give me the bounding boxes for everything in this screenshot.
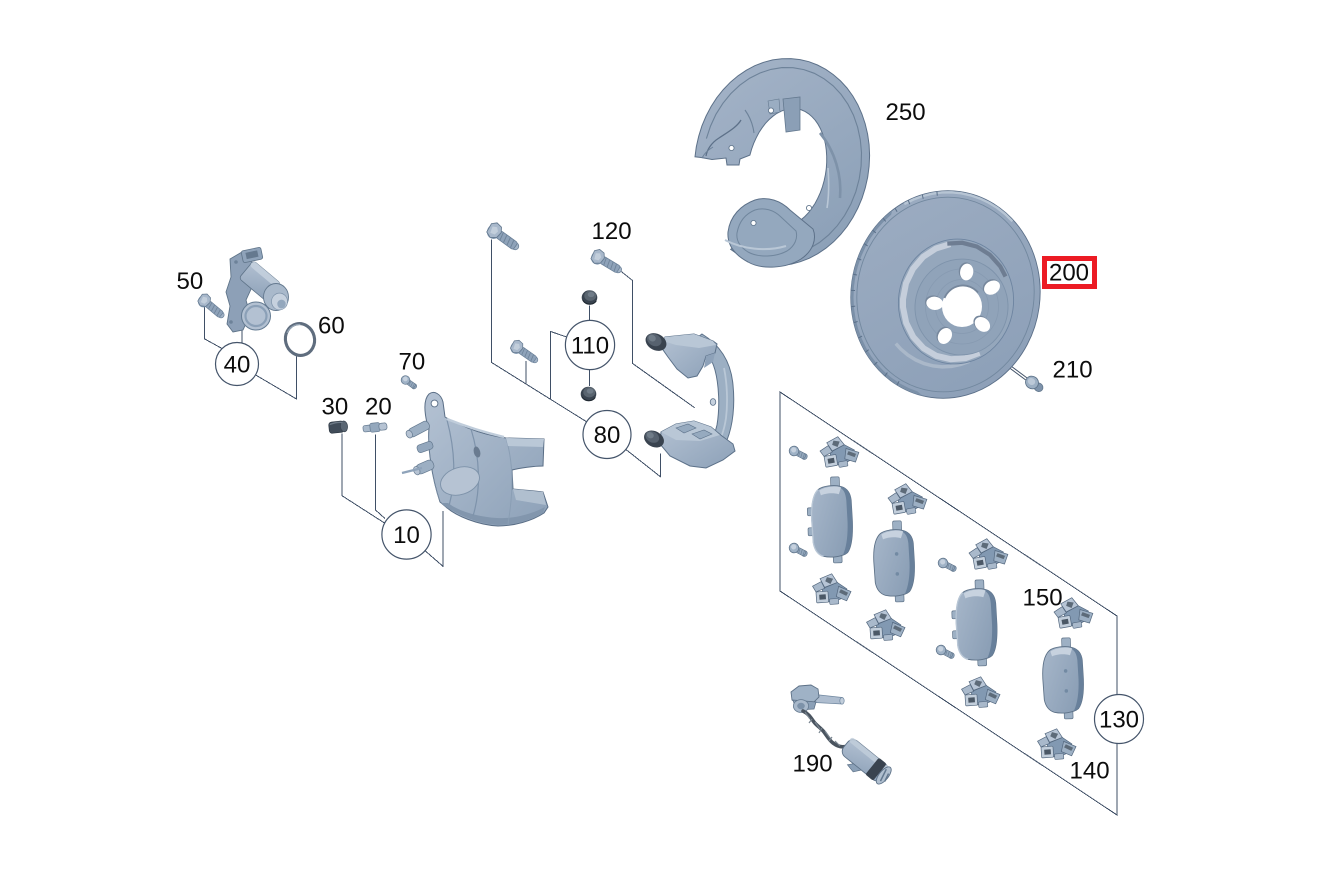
svg-text:200: 200 (1049, 260, 1089, 287)
svg-text:70: 70 (399, 349, 426, 376)
svg-text:110: 110 (571, 333, 609, 360)
svg-text:80: 80 (594, 422, 621, 449)
svg-text:250: 250 (886, 99, 926, 126)
svg-text:30: 30 (322, 394, 349, 421)
svg-text:140: 140 (1070, 758, 1110, 785)
svg-text:50: 50 (177, 268, 204, 295)
svg-text:190: 190 (793, 751, 833, 778)
svg-text:210: 210 (1053, 357, 1093, 384)
svg-text:130: 130 (1099, 707, 1139, 734)
svg-text:150: 150 (1023, 585, 1063, 612)
svg-text:40: 40 (224, 352, 251, 379)
svg-text:120: 120 (592, 218, 632, 245)
svg-text:10: 10 (393, 522, 420, 549)
svg-text:20: 20 (365, 394, 392, 421)
svg-text:60: 60 (318, 313, 345, 340)
